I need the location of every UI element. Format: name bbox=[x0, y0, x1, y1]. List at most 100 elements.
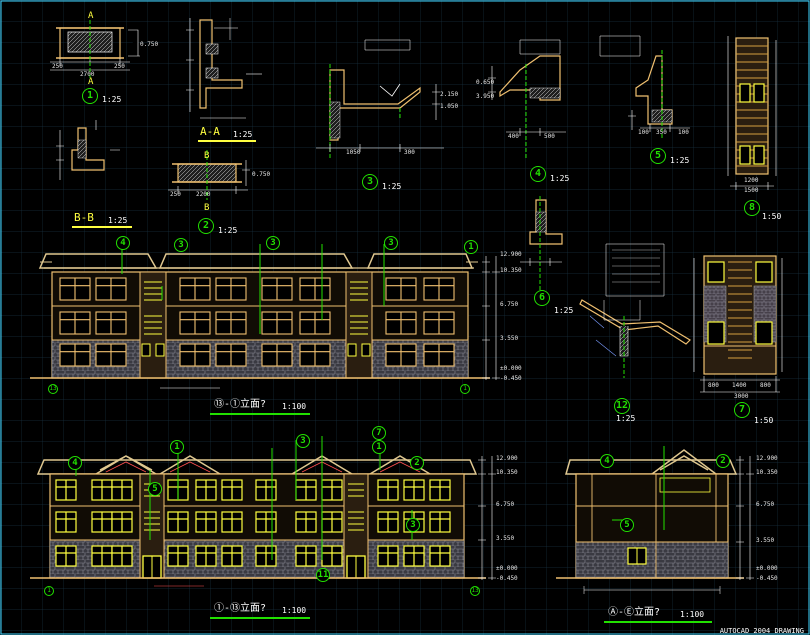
front-window-mullion bbox=[112, 546, 132, 566]
section-bb-title: B-B bbox=[74, 211, 94, 224]
front-callout-3: 3 bbox=[296, 434, 310, 448]
detail-3-scale: 1:25 bbox=[382, 182, 402, 191]
front-window-mullion bbox=[256, 480, 276, 500]
rear-window-mullion bbox=[60, 344, 90, 366]
rear-window-mullion bbox=[180, 278, 210, 300]
front-level-5: ±0.000 bbox=[496, 565, 518, 572]
d1-dim-left: 250 bbox=[52, 63, 63, 70]
side-level-5: ±0.000 bbox=[756, 565, 778, 572]
rear-window-mullion bbox=[424, 344, 454, 366]
rear-window-mullion bbox=[300, 312, 330, 334]
rear-level-5: ±0.000 bbox=[500, 365, 522, 372]
rear-window-mullion bbox=[216, 312, 246, 334]
front-callout-5: 1 bbox=[372, 440, 386, 454]
d8-dim-2: 1200 bbox=[744, 177, 759, 184]
d1-dim-right: 250 bbox=[114, 63, 125, 70]
detail-8 bbox=[727, 36, 777, 190]
front-window-mullion bbox=[112, 480, 132, 500]
front-window-mullion bbox=[92, 480, 112, 500]
d2-dim-height: 0.750 bbox=[252, 171, 271, 178]
rear-level-2: 10.350 bbox=[500, 267, 522, 274]
front-window-mullion bbox=[196, 480, 216, 500]
front-window-mullion bbox=[322, 546, 342, 566]
detail-1 bbox=[50, 20, 140, 78]
side-elevation-title: Ⓐ-Ⓔ立面? bbox=[608, 607, 661, 618]
d2-dim-width: 2200 bbox=[196, 191, 211, 198]
detail-bubble-6: 6 bbox=[534, 290, 550, 306]
rear-window-mullion bbox=[96, 312, 126, 334]
rear-level-6: -0.450 bbox=[500, 375, 522, 382]
rear-window-mullion bbox=[300, 278, 330, 300]
detail-bubble-1: 1 bbox=[82, 88, 98, 104]
rear-level-3: 6.750 bbox=[500, 301, 519, 308]
detail-5-scale: 1:25 bbox=[670, 156, 690, 165]
section-bb-underline bbox=[72, 226, 132, 228]
detail-8-scale: 1:50 bbox=[762, 212, 782, 221]
front-window-mullion bbox=[168, 546, 188, 566]
rear-window-mullion bbox=[424, 278, 454, 300]
rear-window-mullion bbox=[96, 344, 126, 366]
detail-2-mark-bottom: B bbox=[204, 203, 210, 213]
front-window-mullion bbox=[404, 546, 424, 566]
front-level-2: 10.350 bbox=[496, 469, 518, 476]
front-window-mullion bbox=[378, 546, 398, 566]
front-window-mullion bbox=[256, 546, 276, 566]
detail-4-scale: 1:25 bbox=[550, 174, 570, 183]
front-axis-end: 13 bbox=[470, 586, 480, 596]
d7-dim-3: 800 bbox=[760, 382, 771, 389]
d8-dim-1: 1500 bbox=[744, 187, 759, 194]
side-level-4: 3.550 bbox=[756, 537, 775, 544]
front-window-mullion bbox=[92, 512, 112, 532]
front-window-mullion bbox=[196, 546, 216, 566]
front-level-3: 6.750 bbox=[496, 501, 515, 508]
front-window-mullion bbox=[430, 480, 450, 500]
front-window-mullion bbox=[430, 512, 450, 532]
rear-callout-5: 1 bbox=[464, 240, 478, 254]
side-elevation bbox=[556, 446, 754, 594]
side-elevation-underline bbox=[604, 621, 712, 623]
rear-level-1: 12.900 bbox=[500, 251, 522, 258]
d5-dim-1: 100 bbox=[638, 129, 649, 136]
front-callout-9: 11 bbox=[316, 568, 330, 582]
d4-dim-2: 500 bbox=[544, 133, 555, 140]
front-callout-2: 1 bbox=[170, 440, 184, 454]
rear-callout-1: 4 bbox=[116, 236, 130, 250]
rear-window-mullion bbox=[216, 278, 246, 300]
side-level-6: -0.450 bbox=[756, 575, 778, 582]
rear-window-mullion bbox=[216, 344, 246, 366]
front-window-mullion bbox=[56, 480, 76, 500]
front-level-4: 3.550 bbox=[496, 535, 515, 542]
front-elevation-scale: 1:100 bbox=[282, 606, 307, 615]
section-aa-scale: 1:25 bbox=[233, 130, 253, 139]
rear-window-mullion bbox=[60, 312, 90, 334]
front-callout-4: 7 bbox=[372, 426, 386, 440]
rear-callout-3: 3 bbox=[266, 236, 280, 250]
detail-7 bbox=[693, 255, 783, 393]
front-window-mullion bbox=[296, 546, 316, 566]
front-window-mullion bbox=[196, 512, 216, 532]
front-window-mullion bbox=[56, 512, 76, 532]
front-callout-7: 3 bbox=[406, 518, 420, 532]
detail-bubble-5: 5 bbox=[650, 148, 666, 164]
d1-dim-height: 0.750 bbox=[140, 41, 159, 48]
rear-window-mullion bbox=[262, 344, 292, 366]
d7-dim-2: 1400 bbox=[732, 382, 747, 389]
front-callout-6: 2 bbox=[410, 456, 424, 470]
rear-window-mullion bbox=[386, 312, 416, 334]
detail-1-mark-bottom: A bbox=[88, 77, 94, 87]
front-level-1: 12.900 bbox=[496, 455, 518, 462]
detail-6-scale: 1:25 bbox=[554, 306, 574, 315]
d7-dim-1: 800 bbox=[708, 382, 719, 389]
front-window-mullion bbox=[296, 480, 316, 500]
front-callout-1: 4 bbox=[68, 456, 82, 470]
side-level-1: 12.900 bbox=[756, 455, 778, 462]
front-window-mullion bbox=[256, 512, 276, 532]
front-window-mullion bbox=[92, 546, 112, 566]
detail-2-scale: 1:25 bbox=[218, 226, 238, 235]
detail-bubble-7: 7 bbox=[734, 402, 750, 418]
d4-dim-4: 3.950 bbox=[476, 93, 495, 100]
detail-7-scale: 1:50 bbox=[754, 416, 774, 425]
front-window-mullion bbox=[322, 512, 342, 532]
detail-bubble-8: 8 bbox=[744, 200, 760, 216]
